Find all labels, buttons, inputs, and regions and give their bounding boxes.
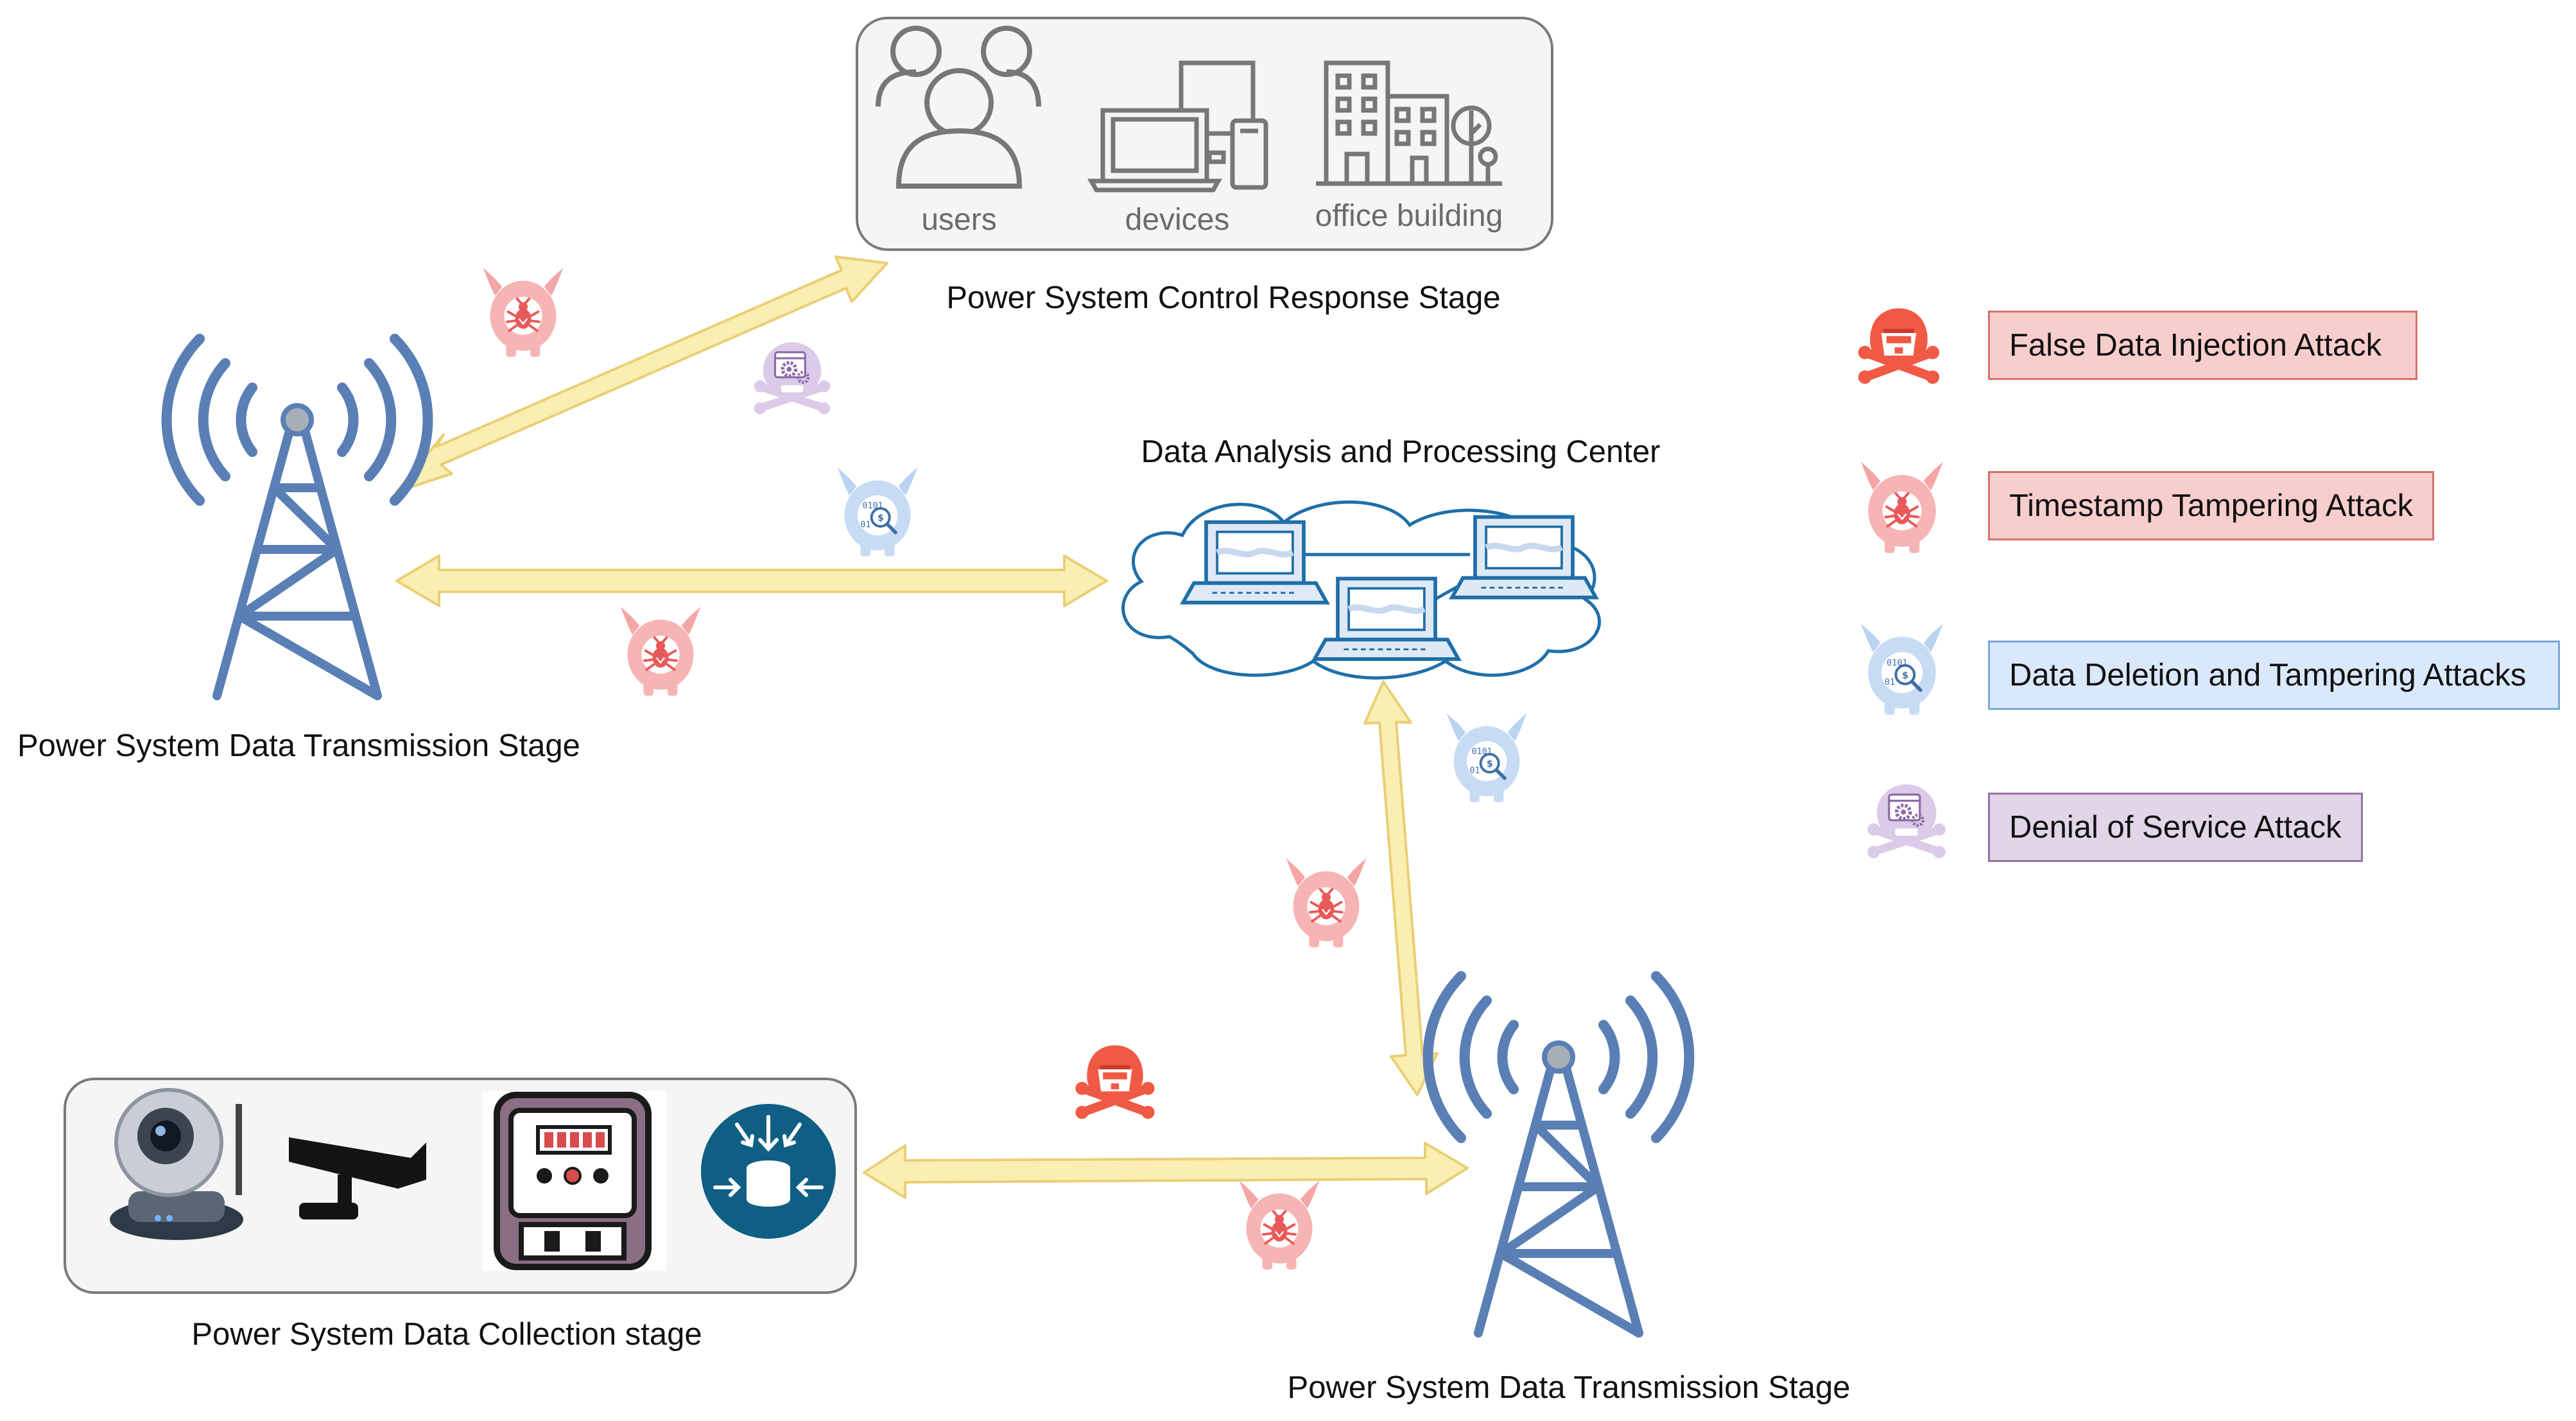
- timestamp-attack-icon: [1238, 1179, 1321, 1271]
- transmission-stage-left-label: Power System Data Transmission Stage: [17, 728, 580, 763]
- dos-attack-icon: [754, 342, 831, 414]
- arrow-tower-to-control: [395, 255, 888, 493]
- transmission-stage-bottom-label: Power System Data Transmission Stage: [1288, 1370, 1851, 1405]
- legend-dos-icon: [1867, 784, 1946, 858]
- legend-timestamp-tampering-icon: [1861, 461, 1943, 553]
- laptop-icon-right: [1452, 517, 1596, 598]
- legend-timestamp-tampering: Timestamp Tampering Attack: [1988, 471, 2434, 540]
- arrow-tower-to-center: [395, 555, 1108, 607]
- legend-data-deletion-icon: [1861, 623, 1943, 714]
- laptop-icon-center: [1315, 579, 1458, 659]
- timestamp-attack-icon: [481, 266, 565, 358]
- legend-false-data-injection-label: False Data Injection Attack: [2009, 328, 2382, 363]
- data-collection-stage-label: Power System Data Collection stage: [191, 1317, 702, 1352]
- devices-label: devices: [1125, 203, 1230, 237]
- office-building-label: office building: [1315, 199, 1503, 233]
- timestamp-attack-icon: [619, 605, 702, 697]
- data-deletion-attack-icon: [838, 467, 918, 556]
- data-aggregation-icon: [701, 1104, 836, 1239]
- legend-false-data-injection-icon: [1858, 308, 1939, 384]
- data-deletion-attack-icon: [1447, 713, 1527, 802]
- transmission-tower-bottom: [1428, 976, 1690, 1333]
- processing-center-label: Data Analysis and Processing Center: [1141, 435, 1661, 469]
- legend-dos: Denial of Service Attack: [1988, 793, 2363, 862]
- legend-dos-label: Denial of Service Attack: [2009, 810, 2342, 845]
- legend-data-deletion-label: Data Deletion and Tampering Attacks: [2009, 658, 2527, 693]
- legend-timestamp-tampering-label: Timestamp Tampering Attack: [2009, 488, 2414, 523]
- arrow-center-to-bottom-tower: [1363, 680, 1439, 1096]
- ip-camera-icon: [110, 1088, 243, 1240]
- electricity-meter-icon: [483, 1091, 666, 1271]
- false-data-injection-attack-icon: [1075, 1046, 1154, 1119]
- legend-data-deletion: Data Deletion and Tampering Attacks: [1988, 641, 2560, 710]
- legend-false-data-injection: False Data Injection Attack: [1988, 311, 2417, 380]
- users-icon: [876, 26, 1041, 189]
- transmission-tower-left: [167, 339, 428, 696]
- data-collection-group: [64, 1078, 857, 1294]
- office-building-icon: [1316, 60, 1502, 186]
- timestamp-attack-icon: [1284, 857, 1368, 949]
- control-response-stage-label: Power System Control Response Stage: [946, 280, 1500, 315]
- users-label: users: [921, 203, 996, 237]
- cloud-icon: [1121, 500, 1601, 680]
- laptop-icon-left: [1183, 522, 1327, 603]
- control-response-group: users devices offi: [856, 17, 1553, 251]
- devices-icon: [1087, 60, 1268, 193]
- surveillance-camera-icon: [289, 1137, 426, 1219]
- arrow-collection-to-bottom-tower: [863, 1142, 1469, 1199]
